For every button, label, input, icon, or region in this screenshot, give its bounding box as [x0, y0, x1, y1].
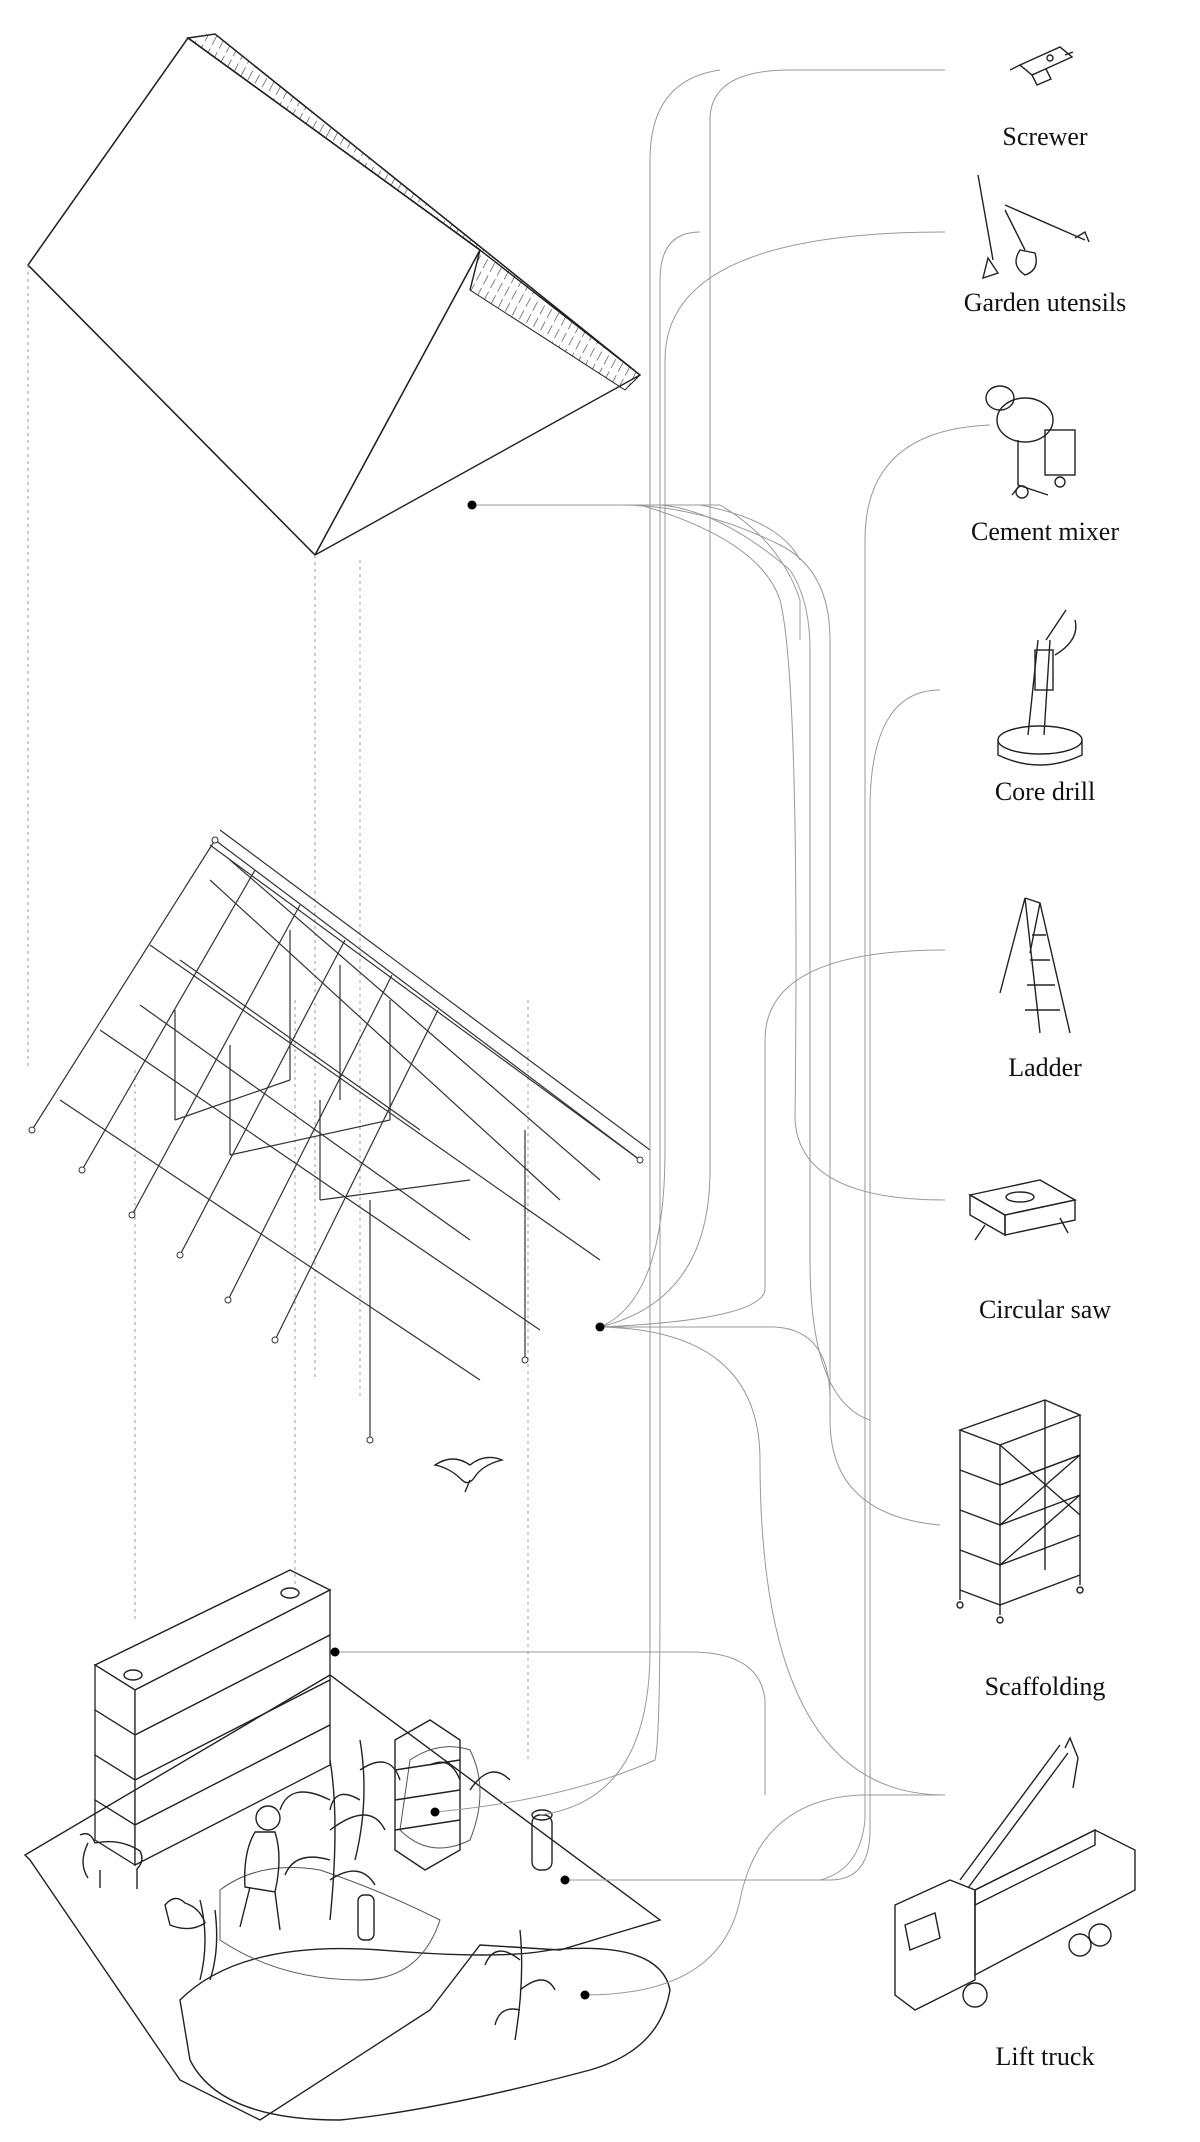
timber-frame: [31, 829, 651, 1440]
core-drill-icon: [997, 609, 1083, 766]
tool-label-cement-mixer: Cement mixer: [970, 517, 1119, 546]
tool-label-circular-saw: Circular saw: [978, 1295, 1112, 1324]
ladder-icon: [999, 897, 1071, 1034]
lift-truck-icon: [894, 1736, 1136, 2011]
frame-joints: [28, 836, 644, 1444]
planter-wall-module: [93, 1569, 332, 1867]
scaffolding-icon: [956, 1399, 1084, 1624]
tool-label-screwer: Screwer: [1002, 122, 1088, 151]
people-and-plants-illustration: [79, 1719, 556, 2041]
projection-lines: [27, 265, 529, 1760]
roof-panel: [27, 33, 642, 557]
tool-label-core-drill: Core drill: [994, 777, 1096, 806]
bird-illustration: [433, 1456, 505, 1493]
tool-label-scaffolding: Scaffolding: [984, 1672, 1106, 1701]
screwer-icon: [1009, 46, 1074, 86]
tool-label-garden-utensils: Garden utensils: [963, 288, 1127, 317]
connection-nodes: [330, 500, 605, 2000]
cement-mixer-icon: [985, 385, 1076, 499]
tool-label-lift-truck: Lift truck: [995, 2042, 1095, 2071]
garden-utensils-icon: [977, 174, 1090, 280]
courtyard-ground: [23, 1674, 671, 2121]
connection-lines: [335, 69, 991, 1996]
circular-saw-icon: [968, 1179, 1077, 1241]
tool-label-ladder: Ladder: [1008, 1053, 1082, 1082]
